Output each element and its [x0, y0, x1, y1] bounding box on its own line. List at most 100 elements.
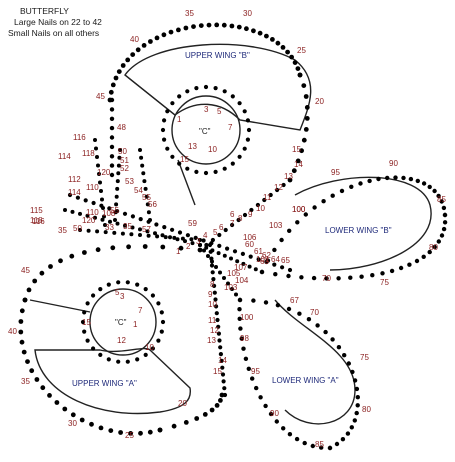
nail-dot [346, 361, 351, 366]
nail-dot [96, 163, 100, 168]
nail-dot [427, 249, 432, 255]
nail-dot [222, 276, 226, 280]
nail-number: 107 [234, 263, 248, 272]
nail-dot [301, 83, 307, 88]
nail-dot [170, 101, 175, 106]
nail-dot [178, 245, 184, 251]
nail-dot [98, 425, 104, 431]
label-center-c-top: "C" [199, 127, 211, 136]
nail-number: 12 [210, 326, 219, 335]
nail-number: 106 [243, 233, 257, 242]
header-line-2: Small Nails on all others [8, 28, 99, 38]
nail-dot [128, 431, 134, 436]
nail-dot [241, 346, 246, 351]
nail-dot [213, 169, 218, 174]
nail-number: 50 [73, 224, 82, 233]
nail-dot [243, 356, 249, 361]
header-title: BUTTERFLY [20, 6, 69, 16]
nail-dot [78, 228, 82, 232]
nail-dot [32, 278, 38, 284]
nail-dot [349, 425, 354, 430]
nail-number: 114 [68, 188, 81, 197]
nail-dot [207, 242, 213, 248]
nail-dot [209, 263, 215, 268]
nail-dot [294, 436, 300, 442]
nail-dot [230, 161, 235, 166]
nail-dot [201, 238, 206, 243]
nail-dot [304, 105, 310, 110]
nail-dot [109, 144, 115, 150]
nail-dot [302, 440, 307, 446]
nail-dot [253, 267, 258, 272]
nail-dot [289, 54, 294, 60]
nail-dot [115, 186, 120, 191]
nail-dot [401, 175, 406, 181]
nail-number: 25 [125, 431, 134, 440]
nail-dot [222, 386, 227, 391]
nail-dot [263, 403, 268, 409]
nail-dot [130, 52, 136, 57]
nail-dot [80, 319, 86, 325]
nail-dot [235, 259, 240, 264]
nail-dot [29, 368, 35, 374]
nail-dot [106, 282, 111, 287]
nail-dot [214, 403, 220, 408]
label-lower-wing-b: LOWER WING "B" [325, 226, 392, 235]
lower-wing-b-outline [294, 176, 432, 271]
nail-dot [213, 86, 218, 91]
nail-number: 118 [82, 149, 95, 158]
nail-dot [70, 412, 76, 418]
nail-dot [113, 75, 119, 81]
nail-dot [83, 198, 88, 203]
nail-number: 45 [21, 266, 30, 275]
nail-dot [306, 317, 312, 322]
nail-dot [165, 109, 170, 114]
nail-dot [370, 273, 375, 278]
nail-dot [109, 163, 115, 168]
nail-dot [118, 148, 122, 152]
nail-number: 55 [110, 206, 119, 215]
nail-dot [160, 319, 166, 325]
nail-number: 33 [105, 223, 114, 232]
nail-number: 85 [437, 195, 446, 204]
nail-number: 5 [213, 228, 218, 237]
nail-dot [237, 101, 242, 106]
nail-dot [135, 282, 140, 287]
nail-dot [148, 218, 152, 222]
nail-dot [54, 400, 60, 405]
nail-number: 12 [117, 336, 126, 345]
nail-dot [95, 247, 101, 253]
nail-dot [295, 66, 301, 71]
nail-dot [216, 251, 221, 256]
nail-dot [69, 253, 75, 259]
nail-number: 52 [120, 164, 129, 173]
nail-dot [100, 197, 104, 202]
nail-dot [221, 22, 227, 28]
nail-dot [214, 311, 219, 316]
nail-dot [237, 154, 242, 159]
nail-number: 6 [219, 223, 224, 232]
nail-number: 116 [32, 217, 45, 226]
nail-dot [245, 137, 250, 142]
nail-dot [202, 248, 206, 253]
nail-dot [427, 184, 432, 190]
nail-number: 64 [271, 255, 280, 264]
nail-number: 62 [262, 251, 271, 260]
nail-dot [280, 45, 286, 50]
nail-dot [210, 270, 215, 275]
nail-number: 35 [58, 226, 67, 235]
nail-number: 63 [260, 257, 269, 266]
nail-number: 2 [186, 242, 191, 251]
nail-dot [63, 208, 67, 212]
center-c-top-ring [171, 95, 241, 165]
nail-dot [93, 215, 97, 220]
nail-dot [281, 182, 286, 188]
nail-dot [138, 233, 142, 237]
nail-dot [380, 271, 385, 276]
nail-number: 8 [238, 214, 243, 223]
nail-number: 95 [331, 168, 340, 177]
nail-number: 40 [8, 327, 17, 336]
nail-dot [436, 193, 441, 199]
nail-dot [185, 233, 190, 238]
nail-dot [89, 421, 94, 427]
